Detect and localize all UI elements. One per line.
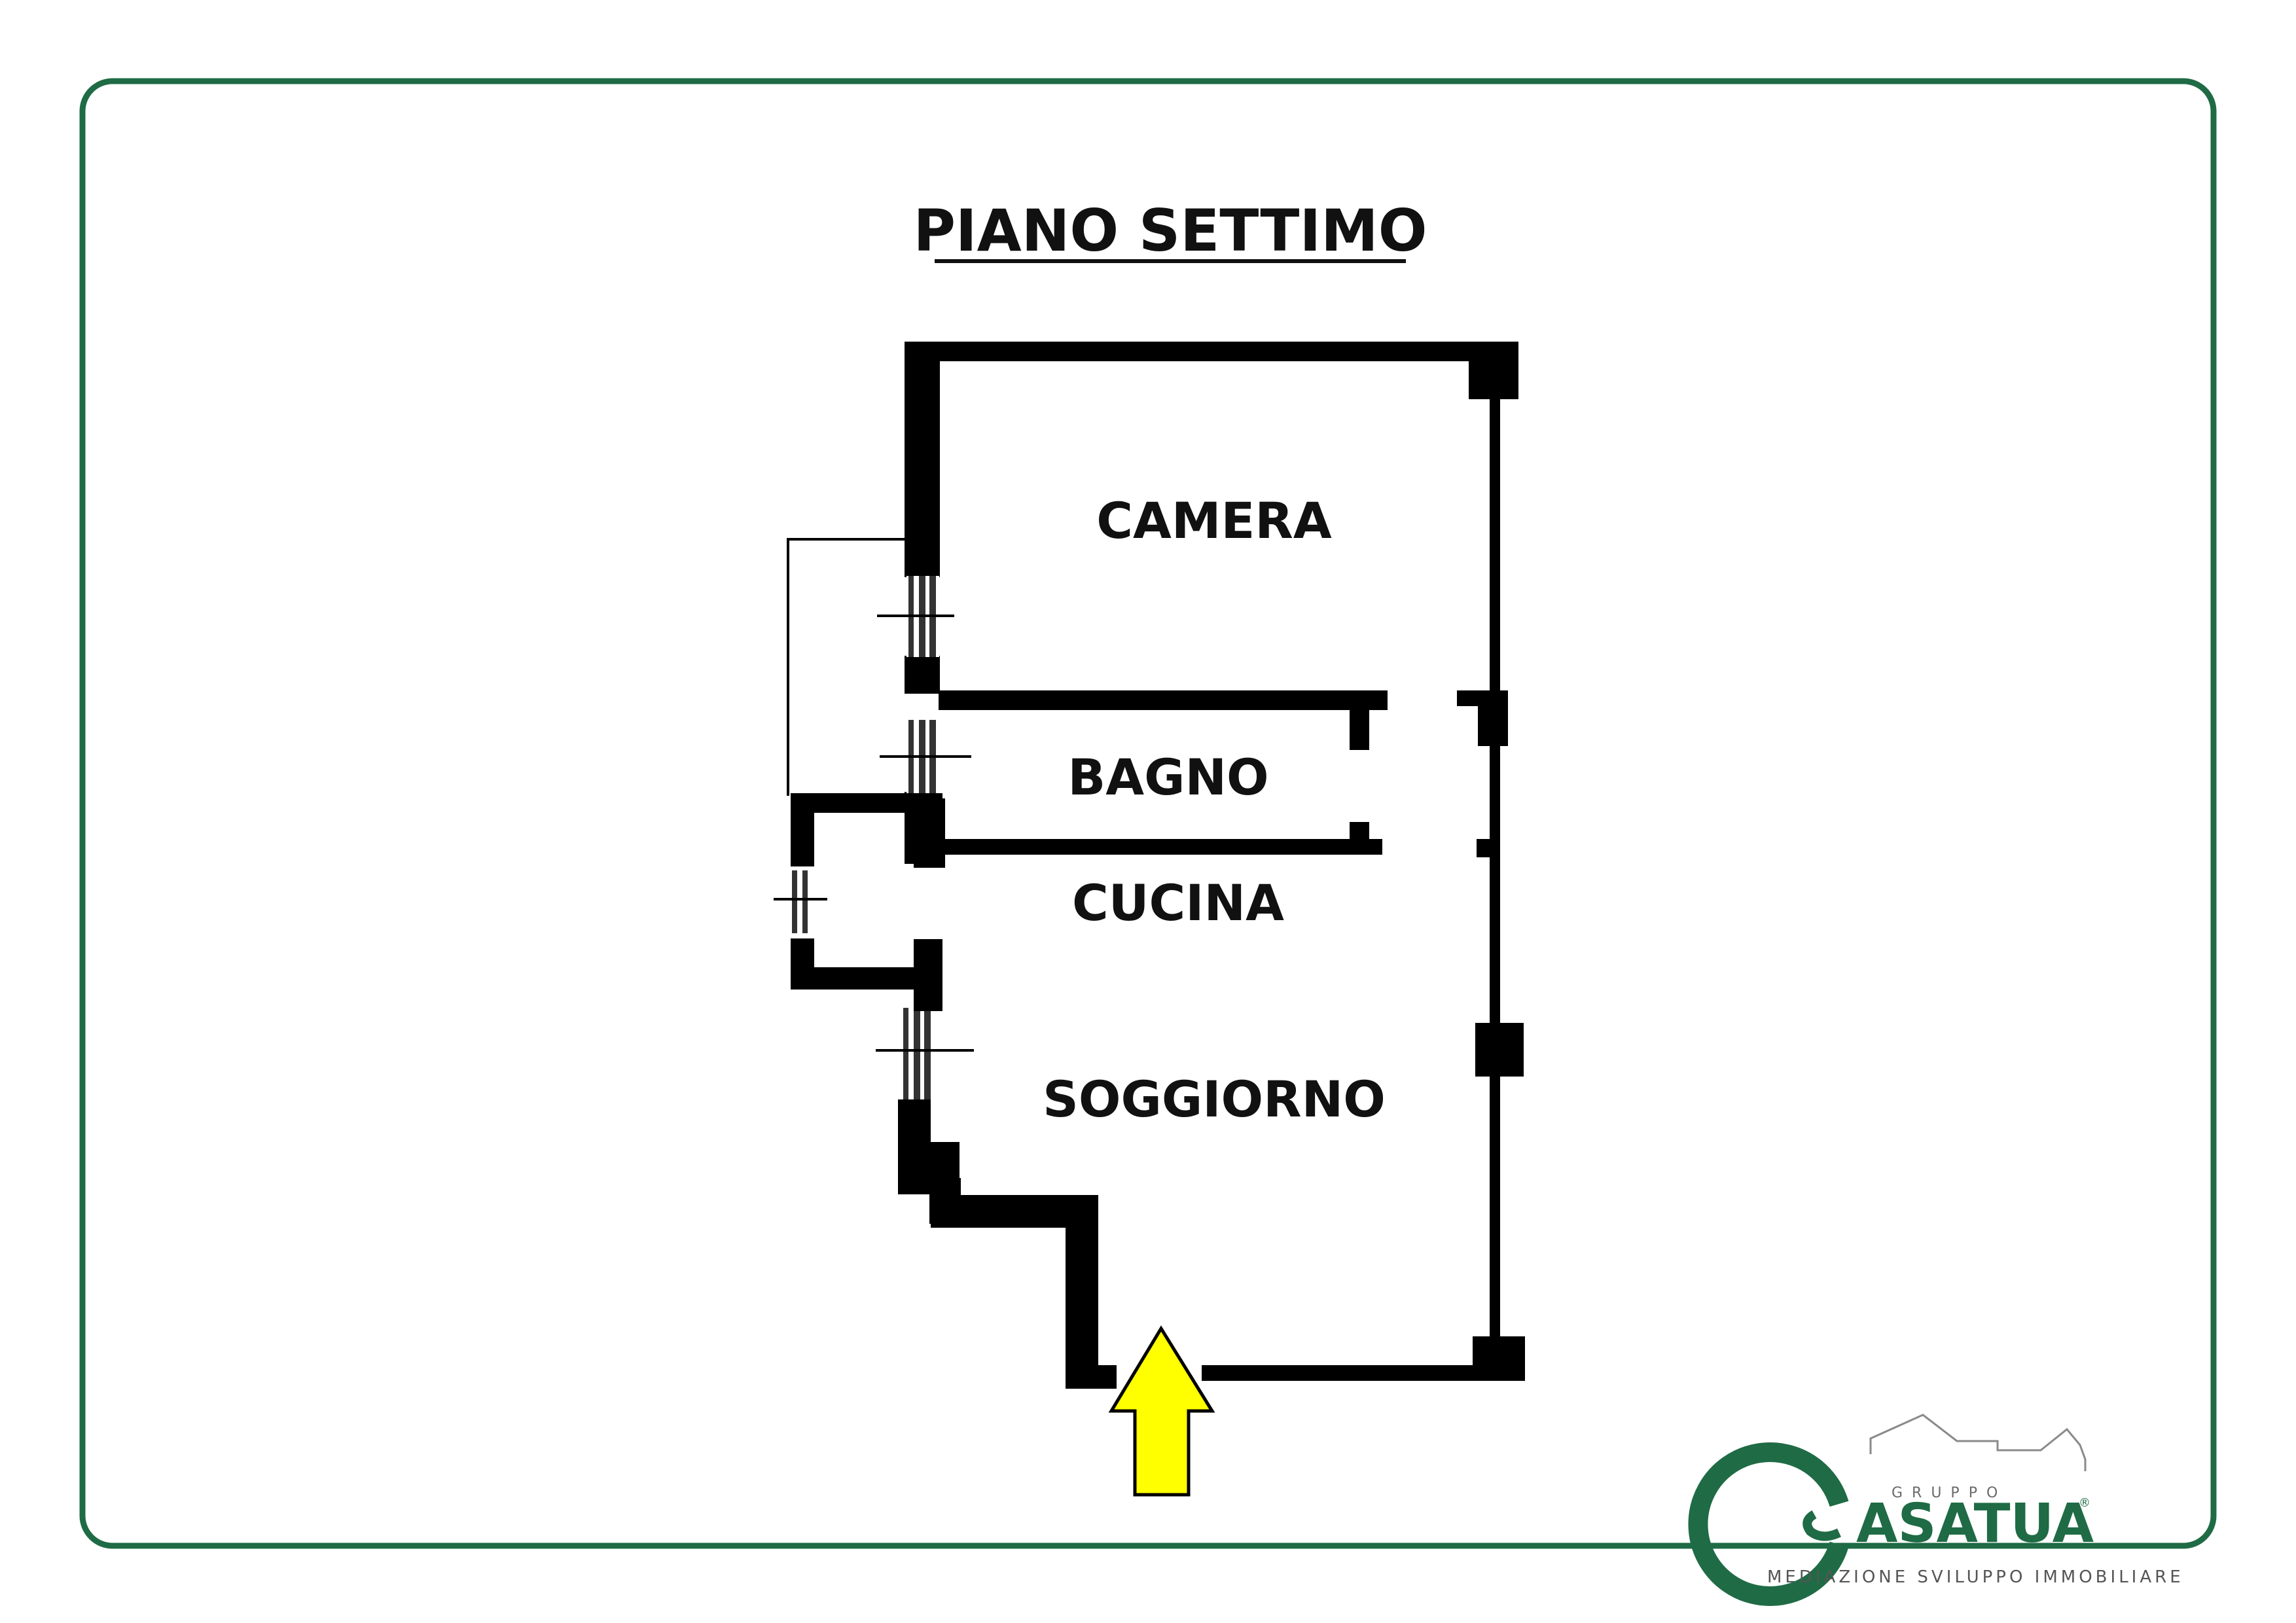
pillar-right-1b (1478, 690, 1508, 746)
wall-right-stub (1477, 839, 1491, 857)
plan-title: PIANO SETTIMO (913, 197, 1427, 264)
page-frame (79, 78, 2217, 1549)
wall-bottom (1202, 1365, 1525, 1381)
logo-c-swoosh (1688, 1442, 1849, 1606)
logo-group-word: GRUPPO (1892, 1485, 2007, 1501)
room-label-soggiorno: SOGGIORNO (1043, 1070, 1386, 1128)
wall-right (1490, 393, 1500, 1378)
pillar-top-right (1469, 342, 1518, 399)
wall-bagno-stub-bottom (1350, 822, 1369, 842)
wall-top (905, 342, 1518, 361)
room-label-cucina: CUCINA (1072, 874, 1284, 932)
window-camera (877, 576, 954, 657)
room-labels: CAMERA BAGNO CUCINA SOGGIORNO (1043, 491, 1386, 1128)
wall-left-upper-b (905, 656, 940, 694)
wall-step-vertical (1066, 1195, 1098, 1372)
logo-tagline: MEDIAZIONE SVILUPPO IMMOBILIARE (1767, 1567, 2184, 1587)
wall-step-bottom (1066, 1365, 1117, 1389)
logo-roofline (1869, 1414, 2087, 1471)
wall-step-left (931, 1195, 957, 1228)
wall-camera-bagno (939, 690, 1388, 710)
wall-left-soggiorno-top (914, 939, 942, 1011)
window-soggiorno (876, 1008, 974, 1099)
plan-title-text: PIANO SETTIMO (913, 197, 1427, 264)
logo-c-inner (1803, 1510, 1841, 1541)
casatua-logo-icon: GRUPPO ASATUA ® MEDIAZIONE SVILUPPO IMMO… (1688, 1414, 2184, 1606)
entrance-arrow-icon (1108, 1325, 1215, 1497)
wall-nook-right-upper (914, 793, 942, 868)
pillar-right-2 (1475, 1023, 1524, 1077)
room-label-bagno: BAGNO (1067, 748, 1268, 806)
wall-left-upper (905, 342, 940, 577)
wall-nook-bottom (791, 967, 928, 990)
balcony-outline (787, 538, 907, 796)
room-label-camera: CAMERA (1096, 491, 1332, 550)
floor-plan (791, 342, 1525, 1389)
logo-registered: ® (2079, 1496, 2090, 1510)
wall-bagno-cucina (942, 839, 1382, 855)
window-nook (774, 866, 827, 938)
window-bagno (880, 720, 971, 793)
logo-brand-word: ASATUA (1856, 1493, 2094, 1555)
wall-bagno-stub-top (1350, 707, 1369, 750)
plan-title-underline (935, 259, 1406, 263)
